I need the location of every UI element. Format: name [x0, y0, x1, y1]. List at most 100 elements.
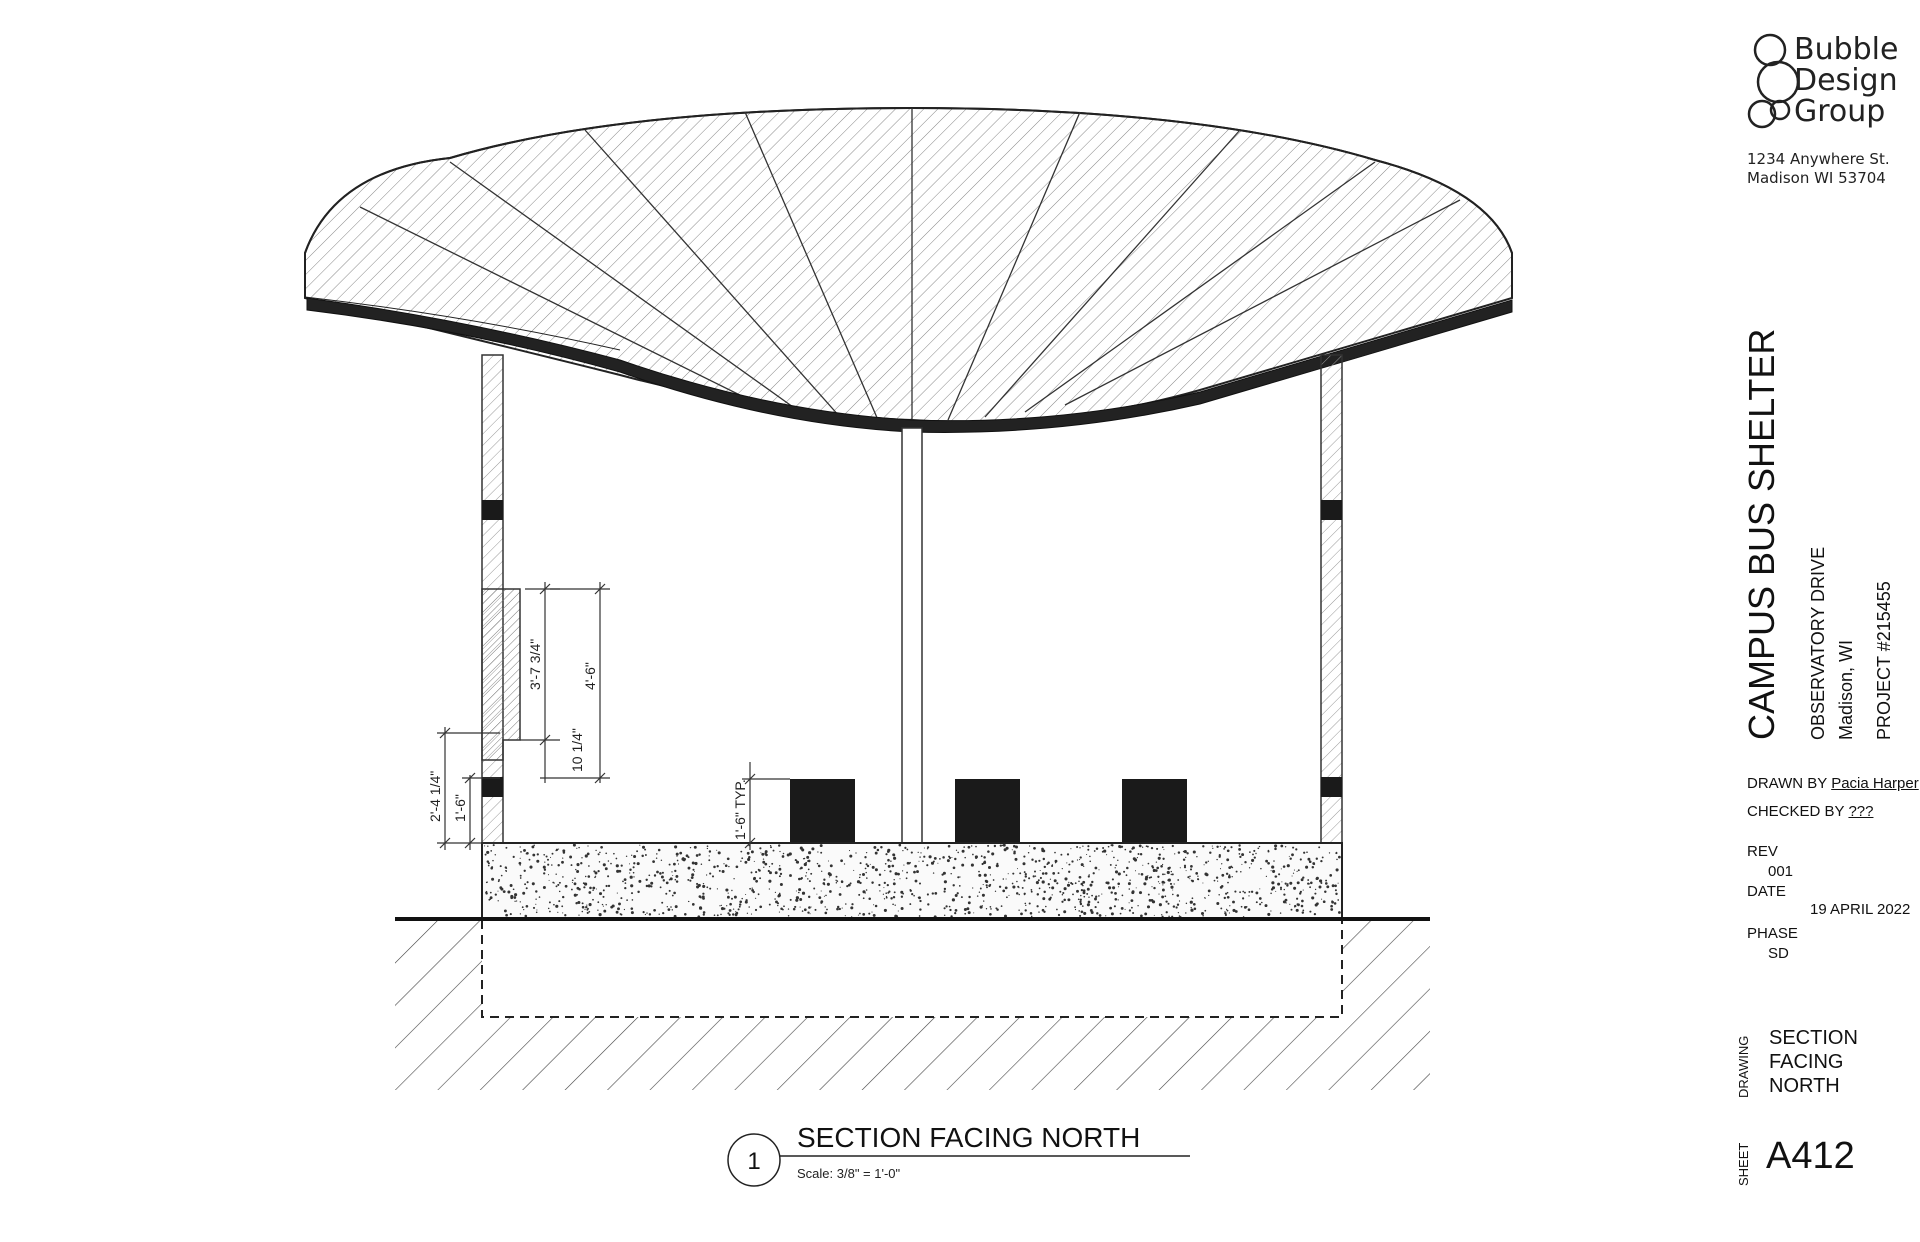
speckle [1007, 873, 1009, 875]
speckle [1167, 879, 1170, 882]
speckle [1078, 875, 1082, 879]
speckle [1004, 886, 1008, 890]
speckle [1080, 882, 1084, 886]
speckle [983, 856, 986, 859]
speckle [512, 888, 515, 891]
speckle [558, 881, 561, 884]
speckle [1079, 898, 1082, 901]
speckle [641, 845, 646, 849]
info-board [481, 588, 521, 761]
speckle [708, 859, 711, 862]
speckle [1243, 906, 1247, 909]
speckle [613, 852, 615, 855]
speckle [949, 908, 952, 912]
speckle [629, 872, 631, 874]
speckle [1251, 858, 1255, 862]
speckle [1211, 845, 1213, 847]
speckle [777, 904, 779, 907]
speckle [1217, 880, 1219, 882]
speckle [919, 899, 922, 903]
speckle [964, 912, 967, 915]
speckle [732, 913, 735, 916]
speckle [1042, 857, 1046, 861]
phase-value: SD [1768, 945, 1789, 962]
speckle [718, 869, 721, 872]
speckle [1107, 845, 1110, 848]
speckle [807, 911, 810, 914]
speckle [761, 852, 765, 856]
speckle [1034, 860, 1038, 863]
speckle [724, 864, 728, 867]
speckle [660, 875, 664, 879]
speckle [486, 860, 490, 863]
dim-10-1-4: 10 1/4" [569, 728, 585, 772]
speckle [841, 907, 843, 909]
speckle [943, 914, 946, 917]
speckle [1102, 847, 1105, 849]
speckle [772, 849, 775, 852]
speckle [1170, 870, 1172, 873]
speckle [892, 895, 896, 899]
speckle [623, 878, 627, 881]
speckle [1172, 889, 1174, 891]
speckle [865, 863, 868, 866]
speckle [700, 863, 703, 866]
speckle [805, 862, 807, 864]
speckle [504, 866, 507, 869]
speckle [1128, 902, 1130, 904]
speckle [1208, 894, 1210, 897]
speckle [1292, 872, 1295, 874]
speckle [803, 908, 807, 912]
speckle [558, 848, 560, 850]
speckle [917, 851, 919, 854]
speckle [1215, 876, 1219, 879]
speckle [1079, 900, 1082, 904]
speckle [1042, 849, 1046, 853]
speckle [1032, 875, 1035, 878]
speckle [759, 905, 763, 909]
speckle [671, 871, 673, 873]
speckle [671, 894, 674, 897]
speckle [1334, 889, 1337, 892]
speckle [987, 865, 992, 870]
speckle [1207, 860, 1210, 862]
speckle [1226, 891, 1229, 894]
speckle [829, 864, 833, 868]
speckle [1216, 845, 1219, 848]
speckle [1138, 891, 1143, 895]
speckle [748, 856, 751, 859]
speckle [595, 888, 597, 890]
speckle [497, 890, 499, 892]
speckle [754, 908, 758, 912]
speckle [1039, 869, 1041, 872]
speckle [1289, 903, 1291, 905]
company-name: Bubble Design Group [1794, 34, 1898, 127]
speckle [1079, 856, 1082, 859]
speckle [1078, 880, 1080, 883]
speckle [755, 871, 758, 874]
checked-by-row: CHECKED BY ??? [1747, 802, 1873, 821]
speckle [874, 904, 878, 908]
speckle [1124, 848, 1127, 851]
speckle [507, 890, 511, 894]
speckle [593, 870, 596, 873]
speckle [903, 864, 905, 866]
speckle [1239, 855, 1242, 859]
speckle [910, 851, 913, 854]
speckle [1319, 879, 1323, 883]
speckle [1219, 868, 1222, 870]
speckle [1031, 858, 1034, 861]
speckle [650, 885, 653, 888]
speckle [934, 892, 938, 895]
speckle [1213, 879, 1216, 882]
speckle [1043, 890, 1046, 894]
speckle [1082, 880, 1086, 884]
speckle [731, 897, 733, 900]
speckle [557, 883, 560, 886]
speckle [1048, 897, 1052, 901]
speckle [970, 863, 974, 867]
speckle [1079, 859, 1081, 861]
speckle [1087, 848, 1090, 851]
speckle [536, 859, 540, 863]
speckle [709, 887, 712, 890]
